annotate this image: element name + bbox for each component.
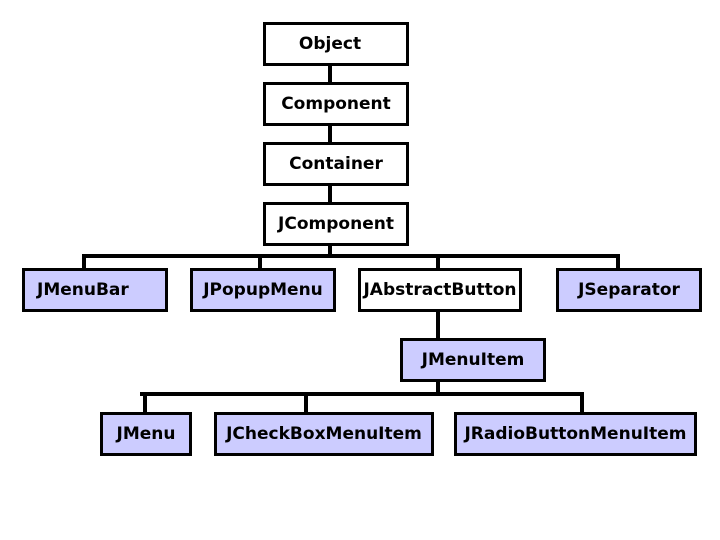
edge-container-jcomponent [328, 186, 332, 204]
edge-to-jradiobuttonmenuitem [580, 392, 584, 414]
edge-to-jseparator [616, 254, 620, 270]
node-jseparator: JSeparator [556, 268, 702, 312]
node-jmenu: JMenu [100, 412, 192, 456]
edge-jcomponent-stem [328, 246, 332, 256]
edge-component-container [328, 126, 332, 144]
edge-jmenuitem-bus [140, 392, 584, 396]
edge-to-jabstractbutton [436, 254, 440, 270]
edge-object-component [328, 66, 332, 84]
edge-to-jcheckboxmenuitem [304, 392, 308, 414]
node-component: Component [263, 82, 409, 126]
node-jradiobuttonmenuitem: JRadioButtonMenuItem [454, 412, 697, 456]
node-container-label: Container [289, 154, 383, 174]
node-jmenu-label: JMenu [116, 424, 176, 444]
node-jcheckboxmenuitem-label: JCheckBoxMenuItem [226, 424, 422, 444]
node-jcomponent-label: JComponent [278, 214, 394, 234]
node-object-label: Object [298, 34, 362, 54]
node-jmenubar-label: JMenuBar [37, 280, 129, 300]
node-jcomponent: JComponent [263, 202, 409, 246]
node-jradiobuttonmenuitem-label: JRadioButtonMenuItem [464, 424, 687, 444]
edge-to-jmenu [143, 392, 147, 414]
node-jcheckboxmenuitem: JCheckBoxMenuItem [214, 412, 434, 456]
edge-jabstractbutton-jmenuitem [436, 312, 440, 340]
node-jpopupmenu: JPopupMenu [190, 268, 336, 312]
node-component-label: Component [281, 94, 391, 114]
edge-jcomponent-bus [82, 254, 620, 258]
node-jmenuitem: JMenuItem [400, 338, 546, 382]
node-jseparator-label: JSeparator [578, 280, 680, 300]
node-jabstractbutton-label: JAbstractButton [363, 280, 517, 300]
node-jpopupmenu-label: JPopupMenu [203, 280, 323, 300]
edge-jmenuitem-stem [436, 382, 440, 396]
node-container: Container [263, 142, 409, 186]
node-jmenubar: JMenuBar [22, 268, 168, 312]
node-jabstractbutton: JAbstractButton [358, 268, 522, 312]
node-object: Object [263, 22, 409, 66]
node-jmenuitem-label: JMenuItem [421, 350, 525, 370]
edge-to-jmenubar [82, 254, 86, 270]
edge-to-jpopupmenu [258, 254, 262, 270]
